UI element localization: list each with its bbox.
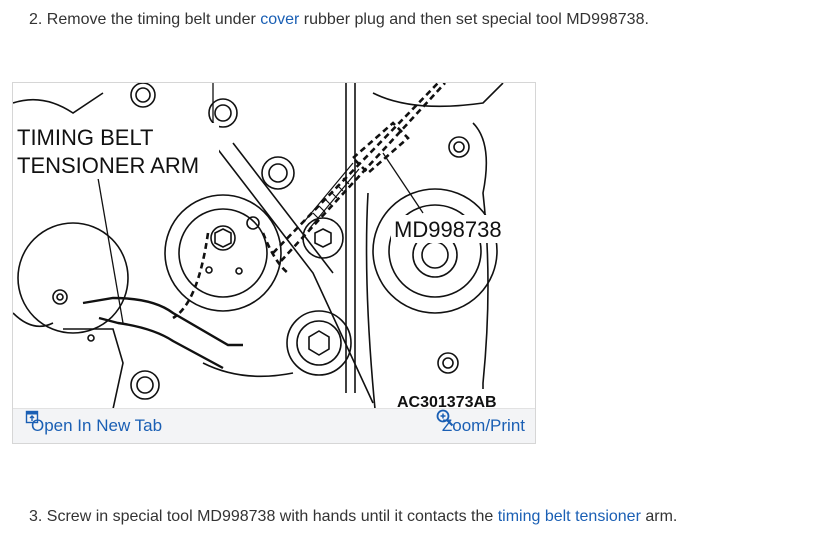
diagram-figure: TIMING BELT TENSIONER ARM MD998738 AC301… (12, 82, 536, 444)
step-2-prefix: 2. Remove the timing belt under (29, 11, 261, 28)
step-3-text: 3. Screw in special tool MD998738 with h… (29, 507, 677, 527)
tensioner-arm-label-line1: TIMING BELT (17, 125, 154, 150)
tool-label: MD998738 (394, 217, 502, 242)
figure-code: AC301373AB (397, 394, 497, 409)
figure-toolbar: Open In New Tab Zoom/Print (13, 408, 535, 443)
open-new-tab-label: Open In New Tab (31, 416, 163, 435)
step-3-suffix: arm. (640, 508, 678, 525)
step-2-text: 2. Remove the timing belt under cover ru… (29, 10, 649, 30)
step-3-prefix: 3. Screw in special tool MD998738 with h… (29, 508, 498, 525)
timing-belt-diagram: TIMING BELT TENSIONER ARM MD998738 AC301… (13, 83, 513, 409)
timing-belt-tensioner-link[interactable]: timing belt tensioner (497, 508, 641, 525)
zoom-print-label: Zoom/Print (441, 416, 525, 435)
zoom-print-button[interactable]: Zoom/Print (436, 409, 525, 443)
tensioner-arm-label-line2: TENSIONER ARM (17, 153, 199, 178)
open-new-tab-button[interactable]: Open In New Tab (25, 409, 162, 443)
step-2-suffix: rubber plug and then set special tool MD… (299, 11, 649, 28)
cover-link[interactable]: cover (260, 11, 300, 28)
